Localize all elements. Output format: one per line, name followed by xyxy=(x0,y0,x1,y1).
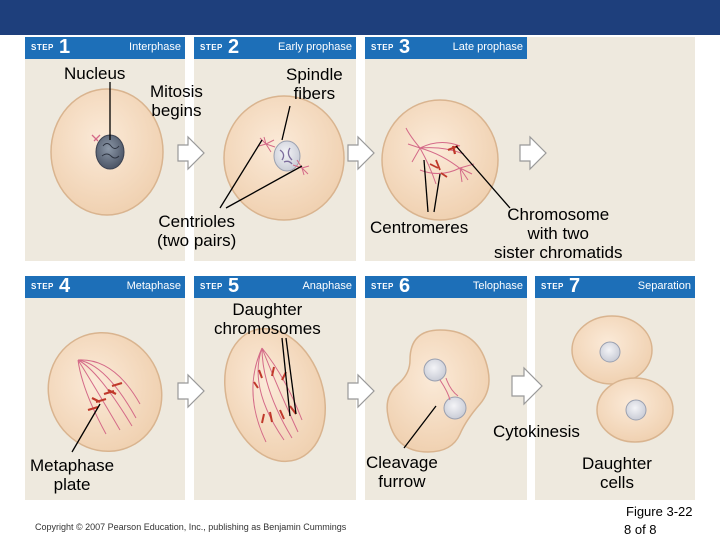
arrow-icon xyxy=(347,135,375,171)
cleavage-furrow-label: Cleavage furrow xyxy=(366,453,438,491)
phase-name: Early prophase xyxy=(278,41,352,53)
slide-counter: 8 of 8 xyxy=(624,522,657,537)
step-number: 7 xyxy=(569,275,581,297)
phase-name: Late prophase xyxy=(452,41,523,53)
metaphase-cell xyxy=(47,331,163,453)
centrioles-pointer-2 xyxy=(225,165,303,209)
telophase-cell xyxy=(386,329,490,453)
phase-name: Telophase xyxy=(472,280,523,292)
step-number: 4 xyxy=(59,275,71,297)
chromosome-label: Chromosome with two sister chromatids xyxy=(494,205,623,262)
step-number: 2 xyxy=(228,36,240,58)
step-number: 6 xyxy=(399,275,411,297)
mitosis-begins-label: Mitosis begins xyxy=(150,82,203,120)
metaphase-plate-label: Metaphase plate xyxy=(30,456,115,494)
daughter-chromosomes-label: Daughter chromosomes xyxy=(214,300,321,338)
step-number: 5 xyxy=(228,275,240,297)
step-tag: STEP xyxy=(200,282,223,291)
arrow-icon xyxy=(347,373,375,409)
spindle-pointer xyxy=(281,105,291,141)
cytokinesis-label: Cytokinesis xyxy=(493,422,580,441)
daughter-chromosomes-pointer-2 xyxy=(285,337,297,415)
interphase-cell xyxy=(50,88,164,216)
step-header-1: STEP 1 Interphase xyxy=(25,36,185,59)
centrioles-pointer-1 xyxy=(219,139,263,209)
arrow-icon xyxy=(177,135,205,171)
phase-name: Anaphase xyxy=(302,280,352,292)
step-header-2: STEP 2 Early prophase xyxy=(194,36,356,59)
centromeres-label: Centromeres xyxy=(370,218,469,237)
phase-name: Separation xyxy=(637,280,691,292)
spindle-fibers-label: Spindle fibers xyxy=(286,65,343,103)
chromosome-pointer xyxy=(455,145,511,209)
late-prophase-cell xyxy=(381,99,499,221)
figure-number: Figure 3-22 xyxy=(626,504,693,519)
daughter-cells-label: Daughter cells xyxy=(582,454,652,492)
step-header-4: STEP 4 Metaphase xyxy=(25,275,185,298)
centromeres-pointer-1 xyxy=(423,159,429,213)
step-number: 3 xyxy=(399,36,411,58)
arrow-icon xyxy=(177,373,205,409)
early-prophase-cell xyxy=(223,95,345,221)
step-header-5: STEP 5 Anaphase xyxy=(194,275,356,298)
step-tag: STEP xyxy=(31,282,54,291)
copyright-notice: Copyright © 2007 Pearson Education, Inc.… xyxy=(35,522,347,532)
step-header-7: STEP 7 Separation xyxy=(535,275,695,298)
centrioles-label: Centrioles (two pairs) xyxy=(157,212,237,250)
centromeres-pointer-2 xyxy=(433,173,441,213)
step-tag: STEP xyxy=(31,43,54,52)
title-bar xyxy=(0,0,720,35)
arrow-icon xyxy=(519,135,547,171)
metaphase-plate-pointer xyxy=(71,403,101,453)
step-number: 1 xyxy=(59,36,71,58)
daughter-cell-bottom xyxy=(596,377,674,443)
daughter-cell-top xyxy=(571,315,653,385)
step-tag: STEP xyxy=(541,282,564,291)
step-tag: STEP xyxy=(371,282,394,291)
anaphase-cell xyxy=(223,327,327,463)
step-header-3: STEP 3 Late prophase xyxy=(365,36,527,59)
cleavage-furrow-pointer xyxy=(403,405,437,449)
phase-name: Metaphase xyxy=(126,280,181,292)
arrow-icon xyxy=(511,366,543,406)
daughter-chromosomes-pointer-1 xyxy=(281,337,291,417)
step-header-6: STEP 6 Telophase xyxy=(365,275,527,298)
step-tag: STEP xyxy=(371,43,394,52)
nucleus-label: Nucleus xyxy=(64,64,126,83)
step-tag: STEP xyxy=(200,43,223,52)
phase-name: Interphase xyxy=(129,41,181,53)
